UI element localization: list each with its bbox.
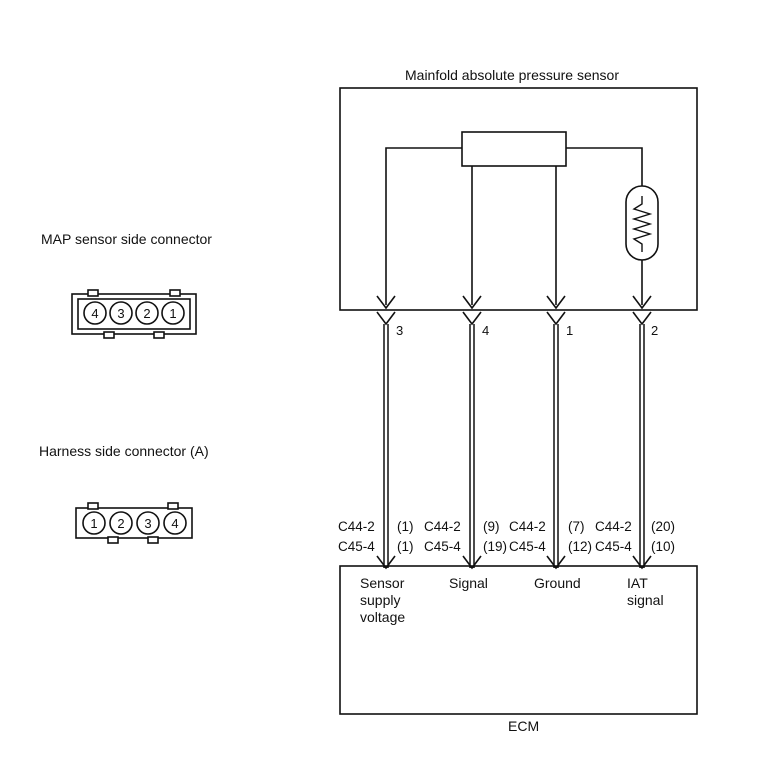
- harness-pin-2-arrow: [632, 311, 652, 326]
- map-pin-circle: [161, 301, 185, 325]
- ecm-pin-arrow-2: [462, 555, 482, 570]
- c44-pin-label: (7): [568, 519, 585, 534]
- sensor-pin-number: 2: [651, 323, 659, 338]
- harness-pin-3-arrow: [376, 311, 396, 326]
- ecm-pin-arrow-3: [546, 555, 566, 570]
- c44-connector-label: C44-2: [424, 519, 461, 534]
- sensor-pin-number: 1: [566, 323, 574, 338]
- ecm-signal-iat: IAT signal: [627, 575, 664, 608]
- map-pin-label: 4: [91, 306, 98, 321]
- harness-pin-circle: [163, 511, 187, 535]
- ecm-pin-arrow-1: [376, 555, 396, 570]
- ecm-signal-ground: Ground: [534, 575, 581, 591]
- map-connector-label: MAP sensor side connector: [41, 231, 212, 247]
- map-sensor-connector: [71, 289, 197, 339]
- map-pin-label: 1: [169, 306, 176, 321]
- harness-pin-label: 2: [117, 516, 124, 531]
- ecm-label: ECM: [508, 718, 540, 734]
- harness-pin-4-arrow: [462, 311, 482, 326]
- harness-pin-label: 1: [90, 516, 97, 531]
- c45-pin-label: (19): [483, 539, 508, 554]
- c44-pin-label: (9): [483, 519, 500, 534]
- c45-pin-label: (12): [568, 539, 593, 554]
- c45-connector-label: C45-4: [595, 539, 632, 554]
- c45-connector-label: C45-4: [424, 539, 461, 554]
- thermistor-resistor-zigzag: [631, 196, 653, 252]
- ecm-signal-sensor-supply-voltage: Sensor supply voltage: [360, 575, 406, 625]
- sensor-pin-number: 4: [482, 323, 490, 338]
- ecm-pin-arrow-4: [632, 555, 652, 570]
- sensor-title: Mainfold absolute pressure sensor: [405, 67, 620, 83]
- iat-thermistor: [625, 185, 659, 261]
- sensor-pin-number: 3: [396, 323, 404, 338]
- map-pin-circle: [135, 301, 159, 325]
- ecm-signal-signal: Signal: [449, 575, 488, 591]
- map-pin-label: 3: [117, 306, 124, 321]
- map-pin-circle: [83, 301, 107, 325]
- c45-connector-label: C45-4: [509, 539, 546, 554]
- map-pin-circle: [109, 301, 133, 325]
- harness-pin-circle: [136, 511, 160, 535]
- harness-pin-1-arrow: [546, 311, 566, 326]
- sensor-pin-2-arrow: [632, 295, 652, 310]
- sensor-pin-3-arrow: [376, 295, 396, 310]
- harness-connector-label: Harness side connector (A): [39, 443, 209, 459]
- harness-pin-circle: [82, 511, 106, 535]
- c45-pin-label: (10): [651, 539, 676, 554]
- c44-connector-label: C44-2: [509, 519, 546, 534]
- harness-connector: [75, 502, 193, 544]
- sensor-pin-1-arrow: [546, 295, 566, 310]
- internal-wire-pin3: [385, 147, 462, 305]
- harness-pin-label: 4: [171, 516, 178, 531]
- c44-pin-label: (1): [397, 519, 414, 534]
- harness-pin-label: 3: [144, 516, 151, 531]
- c44-pin-label: (20): [651, 519, 676, 534]
- c44-connector-label: C44-2: [338, 519, 375, 534]
- sensor-pin-4-arrow: [462, 295, 482, 310]
- map-pin-label: 2: [143, 306, 150, 321]
- pressure-sensing-element: [461, 131, 567, 167]
- c45-pin-label: (1): [397, 539, 414, 554]
- c45-connector-label: C45-4: [338, 539, 375, 554]
- harness-pin-circle: [109, 511, 133, 535]
- sensor-box: [339, 87, 698, 311]
- ecm-box: [339, 565, 698, 715]
- c44-connector-label: C44-2: [595, 519, 632, 534]
